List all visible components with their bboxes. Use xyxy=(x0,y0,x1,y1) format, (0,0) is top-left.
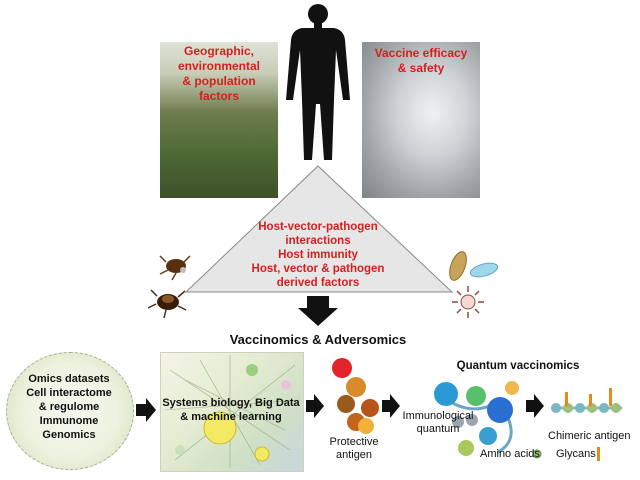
amino-acid-icon xyxy=(532,449,542,459)
network-node xyxy=(254,446,270,462)
network-node xyxy=(203,411,237,445)
geographic-label: Geographic, environmental & population f… xyxy=(177,44,261,103)
network-node xyxy=(281,380,291,390)
xray-photo xyxy=(362,42,480,198)
amino-acids-label: Amino acids xyxy=(480,448,540,460)
vaccine-label: Vaccine efficacy & safety xyxy=(374,46,468,75)
arrow-right-icon xyxy=(306,394,324,418)
immunological-quantum-icon xyxy=(434,381,519,456)
triangle-text: Host-vector-pathogen interactions Host i… xyxy=(251,221,385,289)
immunological-quantum-label: Immunological quantum xyxy=(402,410,474,435)
human-silhouette-icon xyxy=(286,4,350,160)
interaction-triangle xyxy=(184,165,454,293)
pathogen-icon xyxy=(449,251,499,318)
arrow-right-icon xyxy=(136,398,156,422)
network-graph xyxy=(164,355,301,468)
tick-icon xyxy=(147,255,191,319)
landscape-photo xyxy=(160,42,278,198)
omics-circle xyxy=(6,352,134,470)
network-node xyxy=(246,364,258,376)
glycan-icon xyxy=(597,447,600,461)
arrow-right-icon xyxy=(382,394,400,418)
network-node xyxy=(175,445,185,455)
chimeric-antigen-icon xyxy=(551,388,622,413)
arrow-right-icon xyxy=(526,394,544,418)
glycans-label: Glycans xyxy=(556,448,596,460)
protective-antigen-icon xyxy=(332,358,379,434)
systems-text: Systems biology, Big Data & machine lear… xyxy=(162,397,300,423)
vaccinomics-title: Vaccinomics & Adversomics xyxy=(229,332,407,347)
omics-text: Omics datasets Cell interactome & regulo… xyxy=(26,373,112,441)
quantum-title: Quantum vaccinomics xyxy=(456,360,580,372)
chimeric-antigen-label: Chimeric antigen xyxy=(548,430,631,442)
down-arrow-icon xyxy=(298,296,338,326)
protective-antigen-label: Protective antigen xyxy=(329,436,379,461)
